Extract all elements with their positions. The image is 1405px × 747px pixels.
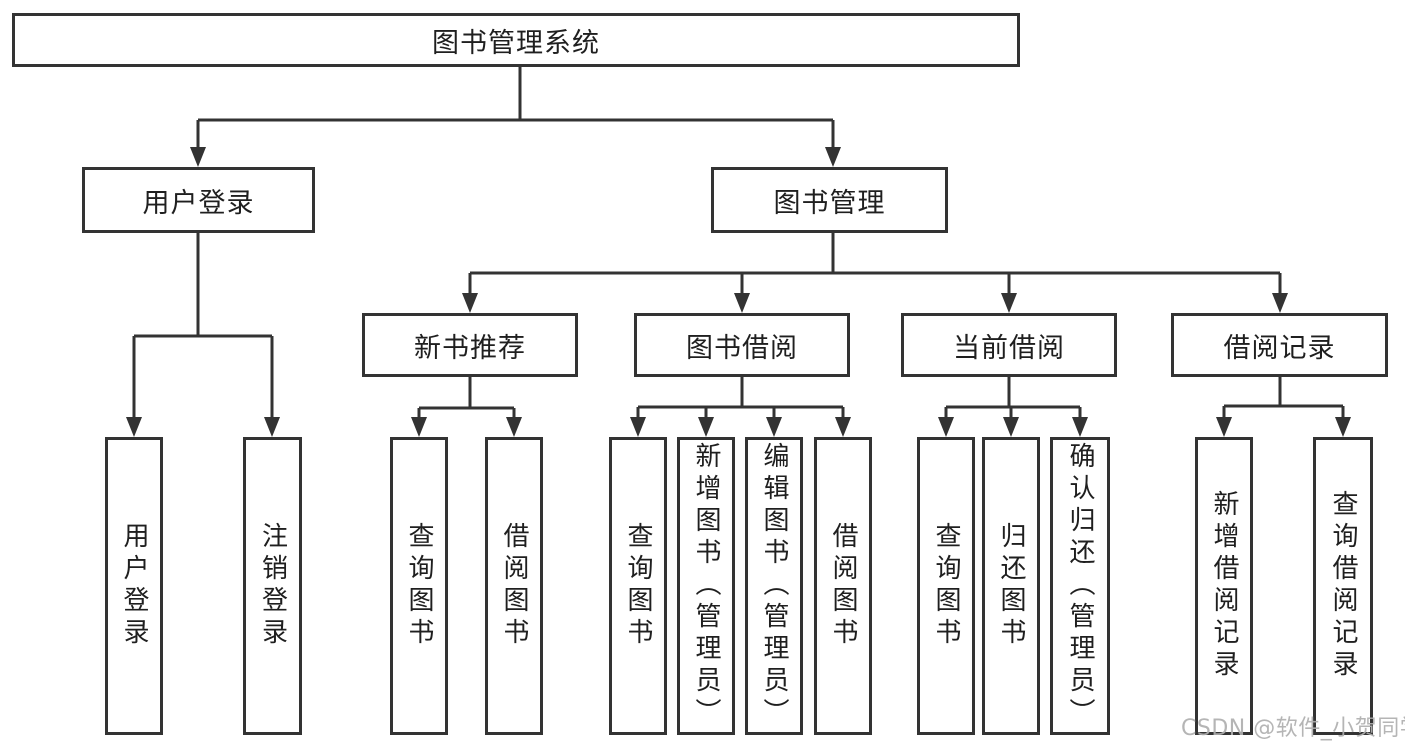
leaf-add-borrow-record: 新增借阅记录 xyxy=(1195,437,1253,735)
leaf-edit-books-admin: 编辑图书（管理员） xyxy=(745,437,803,735)
leaf-logout: 注销登录 xyxy=(243,437,302,735)
leaf-query-books-recommend: 查询图书 xyxy=(390,437,448,735)
leaf-add-books-admin: 新增图书（管理员） xyxy=(677,437,735,735)
node-library-management-system: 图书管理系统 xyxy=(12,13,1020,67)
node-label: 图书管理系统 xyxy=(432,27,600,59)
node-label: 借阅记录 xyxy=(1223,332,1336,364)
connector-lines xyxy=(132,65,1345,420)
node-label: 用户登录 xyxy=(119,522,149,650)
node-label: 图书借阅 xyxy=(686,332,798,364)
node-label: 查询图书 xyxy=(623,522,653,650)
node-label: 借阅图书 xyxy=(499,522,529,650)
node-book-borrow: 图书借阅 xyxy=(634,313,850,377)
leaf-borrow-books: 借阅图书 xyxy=(814,437,872,735)
node-label: 借阅图书 xyxy=(828,522,858,650)
node-borrow-records: 借阅记录 xyxy=(1171,313,1388,377)
node-current-borrow: 当前借阅 xyxy=(901,313,1117,377)
leaf-borrow-books-recommend: 借阅图书 xyxy=(485,437,543,735)
node-new-book-recommend: 新书推荐 xyxy=(362,313,578,377)
node-label: 注销登录 xyxy=(257,522,288,650)
leaf-query-borrow-record: 查询借阅记录 xyxy=(1313,437,1373,735)
node-user-login: 用户登录 xyxy=(82,167,315,233)
node-label: 用户登录 xyxy=(142,187,255,219)
node-label: 编辑图书（管理员） xyxy=(759,442,789,730)
node-label: 当前借阅 xyxy=(953,332,1065,364)
leaf-query-books-borrow: 查询图书 xyxy=(609,437,667,735)
leaf-query-books-current: 查询图书 xyxy=(917,437,975,735)
node-label: 图书管理 xyxy=(773,187,886,219)
leaf-user-login: 用户登录 xyxy=(105,437,163,735)
node-label: 确认归还（管理员） xyxy=(1065,442,1095,730)
node-label: 查询借阅记录 xyxy=(1328,490,1358,682)
leaf-return-books: 归还图书 xyxy=(982,437,1040,735)
arrowheads xyxy=(126,147,1351,437)
node-label: 新增借阅记录 xyxy=(1209,490,1239,682)
node-label: 新增图书（管理员） xyxy=(691,442,721,730)
node-label: 查询图书 xyxy=(404,522,434,650)
node-label: 新书推荐 xyxy=(414,332,526,364)
node-label: 查询图书 xyxy=(931,522,961,650)
csdn-watermark: CSDN @软件_小贺同学 xyxy=(1181,716,1405,741)
node-book-management: 图书管理 xyxy=(711,167,948,233)
node-label: 归还图书 xyxy=(996,522,1026,650)
leaf-confirm-return-admin: 确认归还（管理员） xyxy=(1050,437,1110,735)
